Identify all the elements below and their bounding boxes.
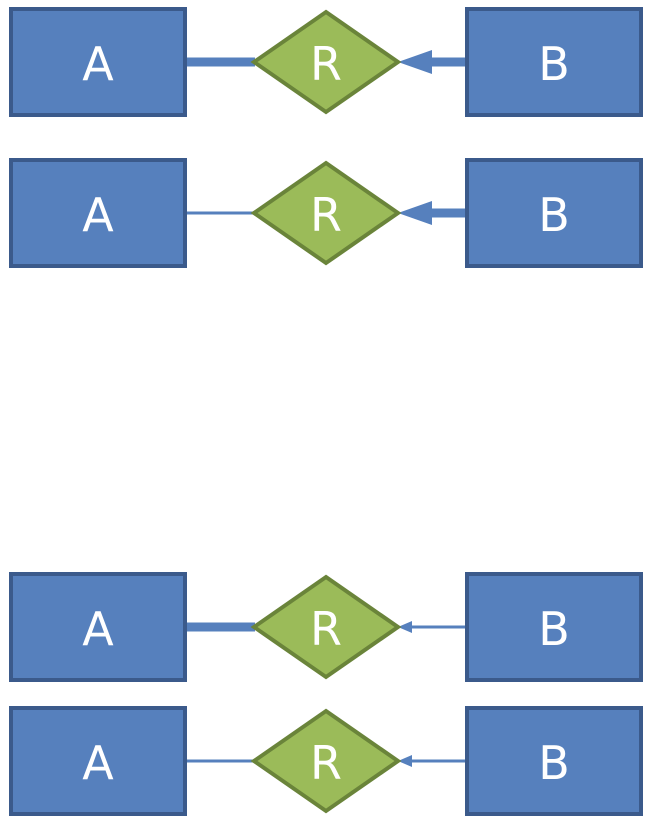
relationship-diamond bbox=[250, 708, 402, 814]
entity-b-label: B bbox=[538, 736, 570, 790]
arrowhead-icon bbox=[398, 755, 412, 767]
entity-a-label: A bbox=[82, 602, 114, 656]
relationship-label: R bbox=[310, 37, 342, 91]
entity-b-box bbox=[465, 572, 643, 682]
entity-b-label: B bbox=[538, 602, 570, 656]
relationship-diamond bbox=[250, 574, 402, 680]
arrowhead-icon bbox=[398, 621, 412, 633]
relationship-diamond bbox=[250, 160, 402, 266]
entity-a-box bbox=[9, 572, 187, 682]
arrowhead-icon bbox=[398, 50, 432, 74]
entity-b-box bbox=[465, 158, 643, 268]
relationship-diamond bbox=[250, 9, 402, 115]
entity-a-label: A bbox=[82, 736, 114, 790]
arrowhead-icon bbox=[398, 201, 432, 225]
relationship-label: R bbox=[310, 736, 342, 790]
entity-a-box bbox=[9, 706, 187, 816]
entity-a-label: A bbox=[82, 37, 114, 91]
entity-a-box bbox=[9, 158, 187, 268]
entity-b-label: B bbox=[538, 188, 570, 242]
entity-a-box bbox=[9, 7, 187, 117]
relationship-label: R bbox=[310, 188, 342, 242]
entity-a-label: A bbox=[82, 188, 114, 242]
entity-b-label: B bbox=[538, 37, 570, 91]
relationship-label: R bbox=[310, 602, 342, 656]
entity-b-box bbox=[465, 7, 643, 117]
entity-b-box bbox=[465, 706, 643, 816]
